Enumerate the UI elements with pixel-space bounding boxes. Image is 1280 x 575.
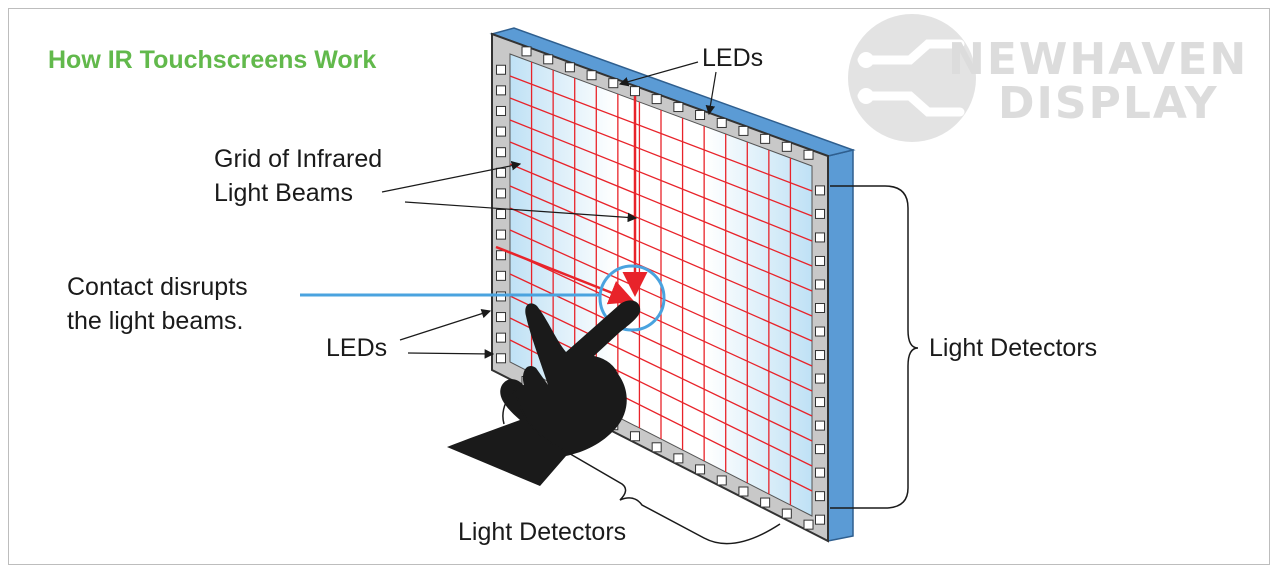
detector-square — [695, 464, 706, 475]
horizontal-beam — [509, 317, 813, 467]
led-square — [496, 250, 506, 261]
horizontal-beam — [509, 163, 813, 292]
diagram-frame — [8, 8, 1270, 565]
label-infrared-grid: Grid of Infrared Light Beams — [214, 142, 382, 210]
detector-square — [815, 397, 825, 408]
horizontal-beam — [509, 229, 813, 367]
horizontal-beam — [509, 185, 813, 317]
interrupted-beams — [495, 96, 648, 305]
panel-side — [827, 149, 854, 542]
led-square — [496, 85, 506, 96]
led-square — [496, 332, 506, 343]
pointing-hand-icon — [447, 300, 641, 486]
led-square — [738, 125, 749, 136]
led-square — [695, 110, 706, 121]
detector-square — [815, 491, 825, 502]
detector-square — [815, 303, 825, 313]
horizontal-beam — [509, 207, 813, 342]
logo-line2: DISPLAY — [998, 78, 1219, 129]
led-square — [496, 229, 506, 240]
detector-square — [760, 497, 771, 508]
page-title: How IR Touchscreens Work — [48, 46, 377, 74]
led-square — [716, 117, 727, 128]
detector-square — [815, 232, 825, 243]
brace-right — [830, 185, 919, 509]
hand-outline — [502, 387, 521, 425]
detector-square — [815, 373, 825, 384]
logo-wordmark: NEWHAVEN DISPLAY — [948, 38, 1248, 126]
detector-square — [815, 185, 825, 196]
detector-square — [738, 486, 749, 497]
led-square — [496, 188, 506, 199]
label-leds-top: LEDs — [702, 44, 764, 72]
led-square — [496, 64, 506, 75]
logo-line1: NEWHAVEN — [948, 34, 1249, 85]
led-square — [496, 167, 506, 178]
label-grid-line2: Light Beams — [214, 179, 353, 207]
led-square — [496, 312, 506, 323]
led-square — [496, 105, 506, 116]
led-square — [521, 46, 532, 57]
label-detectors-right: Light Detectors — [929, 334, 1098, 362]
led-square — [496, 126, 506, 137]
led-square — [629, 86, 640, 97]
label-contact-line1: Contact disrupts — [67, 273, 248, 301]
label-detectors-bottom: Light Detectors — [458, 518, 627, 546]
detector-square — [815, 514, 825, 525]
led-square — [543, 54, 554, 65]
detector-square — [629, 431, 640, 442]
led-square — [760, 133, 771, 144]
label-contact-line2: the light beams. — [67, 307, 244, 335]
led-square — [496, 353, 506, 364]
horizontal-beam — [509, 141, 813, 267]
led-square — [564, 62, 575, 73]
contact-circle — [598, 264, 666, 332]
detector-square — [815, 279, 825, 290]
detector-square — [815, 208, 825, 219]
newhaven-logo-icon — [848, 14, 976, 142]
led-square — [781, 141, 792, 152]
leader-lines — [381, 61, 717, 359]
detector-square — [815, 350, 825, 361]
led-square — [651, 94, 662, 105]
label-leds-left: LEDs — [326, 334, 388, 362]
detector-square — [673, 453, 684, 464]
horizontal-beam — [509, 119, 813, 242]
brace-bottom — [514, 384, 781, 545]
detector-square — [815, 467, 825, 478]
led-square — [608, 78, 619, 89]
led-square — [586, 70, 597, 81]
label-grid-line1: Grid of Infrared — [214, 145, 383, 173]
detector-square — [781, 508, 792, 519]
led-square — [803, 149, 814, 160]
label-contact: Contact disrupts the light beams. — [67, 270, 248, 338]
detector-square — [815, 444, 825, 455]
detector-square — [815, 255, 825, 266]
led-square — [496, 147, 506, 158]
horizontal-beam — [509, 273, 813, 417]
led-square — [496, 209, 506, 220]
horizontal-beam — [509, 97, 813, 217]
detector-square — [815, 420, 825, 431]
horizontal-beam — [509, 251, 813, 392]
led-square — [673, 102, 684, 113]
led-square — [496, 270, 506, 281]
horizontal-beam — [509, 75, 813, 192]
detector-square — [815, 326, 825, 337]
detector-square — [803, 519, 814, 530]
detector-square — [651, 442, 662, 453]
detector-square — [716, 475, 727, 486]
horizontal-beam — [509, 295, 813, 442]
